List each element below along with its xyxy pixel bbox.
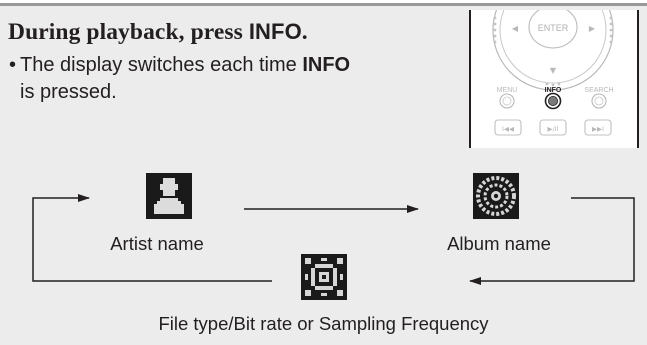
album-name-label: Album name: [447, 233, 551, 254]
search-label: SEARCH: [584, 87, 613, 94]
previous-icon: I◀◀: [502, 125, 514, 133]
album-icon: [473, 173, 519, 219]
next-button: [584, 119, 612, 136]
top-rule: [0, 3, 647, 6]
heading-prefix: During playback, press: [8, 19, 249, 45]
left-arrow-icon: ◀: [512, 24, 519, 33]
down-arrow-icon: ▼: [550, 66, 557, 75]
right-arrow-icon: ▶: [589, 24, 596, 33]
menu-label: MENU: [497, 87, 518, 94]
info-label: INFO: [545, 87, 562, 94]
bullet-note: • The display switches each time INFO is…: [9, 52, 459, 106]
step-heading: During playback, press INFO.: [8, 19, 308, 46]
bullet-prefix: The display switches each time: [20, 54, 303, 76]
search-button: [591, 93, 607, 109]
file-type-label: File type/Bit rate or Sampling Frequency: [158, 313, 489, 334]
remote-drawing: ENTER ◀ ▶ ▼ MENU INFO SEARCH I◀◀ ▶/II ▶▶…: [492, 10, 614, 136]
artist-name-label: Artist name: [110, 233, 204, 254]
artist-icon: [146, 173, 192, 219]
remote-control-illustration: ENTER ◀ ▶ ▼ MENU INFO SEARCH I◀◀ ▶/II ▶▶…: [469, 10, 639, 148]
album-to-file-arrow: [469, 197, 635, 285]
bullet-suffix: is pressed.: [20, 81, 117, 103]
info-key-name: INFO: [248, 19, 302, 44]
file-to-artist-arrow: [32, 194, 272, 282]
menu-button-inner: [502, 96, 512, 106]
bullet-text: The display switches each time INFO is p…: [9, 52, 459, 106]
menu-button: [499, 93, 515, 109]
bullet-mark: •: [9, 54, 17, 76]
bullet-info-key-name: INFO: [302, 54, 351, 76]
search-button-inner: [594, 96, 604, 106]
nav-wheel-outer: [492, 10, 614, 91]
enter-label: ENTER: [538, 23, 569, 33]
play-pause-button: [539, 119, 567, 136]
enter-button-outline: [528, 10, 578, 49]
file-type-icon: [301, 254, 347, 300]
heading-suffix: .: [301, 19, 308, 45]
wheel-dots: [493, 16, 613, 87]
next-icon: ▶▶I: [592, 125, 604, 133]
info-button-inner: [548, 96, 559, 107]
nav-wheel-inner: [499, 10, 607, 84]
play-pause-icon: ▶/II: [547, 125, 558, 133]
previous-button: [494, 119, 522, 136]
